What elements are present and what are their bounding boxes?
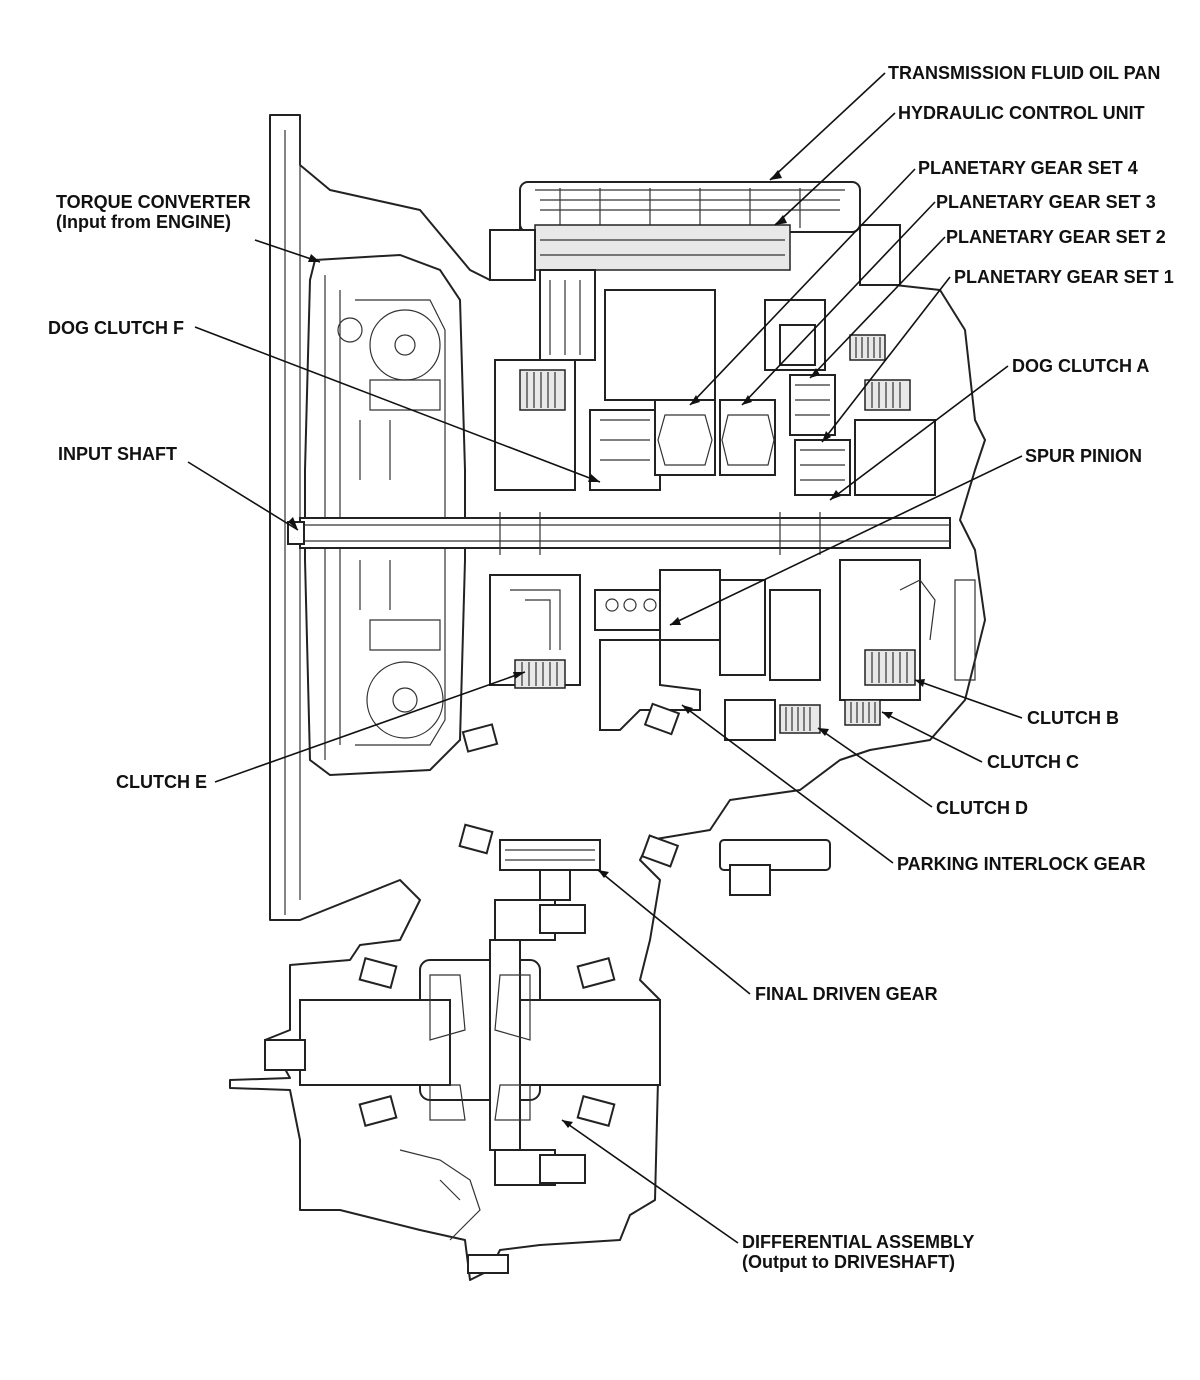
label-clutch-c: CLUTCH C [987,752,1079,772]
label-final-driven-gear: FINAL DRIVEN GEAR [755,984,938,1004]
label-planetary-gear-set-2: PLANETARY GEAR SET 2 [946,227,1166,247]
label-dog-clutch-a: DOG CLUTCH A [1012,356,1150,376]
label-clutch-b: CLUTCH B [1027,708,1119,728]
arrowheads [288,170,925,1128]
label-torque-converter: TORQUE CONVERTER (Input from ENGINE) [56,192,251,232]
torque-converter-title: TORQUE CONVERTER [56,192,251,212]
label-planetary-gear-set-3: PLANETARY GEAR SET 3 [936,192,1156,212]
planetary-gear-set-3 [719,399,776,476]
differential-assembly-subtitle: (Output to DRIVESHAFT) [742,1252,955,1272]
label-parking-interlock-gear: PARKING INTERLOCK GEAR [897,854,1146,874]
planetary-gear-set-4 [654,399,716,476]
label-planetary-gear-set-4: PLANETARY GEAR SET 4 [918,158,1138,178]
label-hydraulic-control-unit: HYDRAULIC CONTROL UNIT [898,103,1145,123]
label-transmission-fluid-oil-pan: TRANSMISSION FLUID OIL PAN [888,63,1161,83]
planetary-gear-set-2 [789,374,836,436]
spur-pinion [594,589,671,631]
label-input-shaft: INPUT SHAFT [58,444,177,464]
clutch-d-pack [779,704,821,734]
parking-interlock-gear [599,639,701,731]
label-planetary-gear-set-1: PLANETARY GEAR SET 1 [954,267,1174,287]
input-shaft [299,517,951,549]
label-dog-clutch-f: DOG CLUTCH F [48,318,184,338]
differential-assembly-title: DIFFERENTIAL ASSEMBLY [742,1232,975,1252]
label-spur-pinion: SPUR PINION [1025,446,1143,466]
torque-converter [304,253,466,777]
label-clutch-d: CLUTCH D [936,798,1028,818]
label-clutch-e: CLUTCH E [116,772,207,792]
label-differential-assembly: DIFFERENTIAL ASSEMBLY (Output to DRIVESH… [742,1232,974,1272]
planetary-gear-set-1 [794,439,851,496]
hydraulic-control-unit [534,224,791,271]
torque-converter-subtitle: (Input from ENGINE) [56,212,231,232]
final-driven-gear [499,839,601,871]
leader-lines [187,72,1023,1244]
